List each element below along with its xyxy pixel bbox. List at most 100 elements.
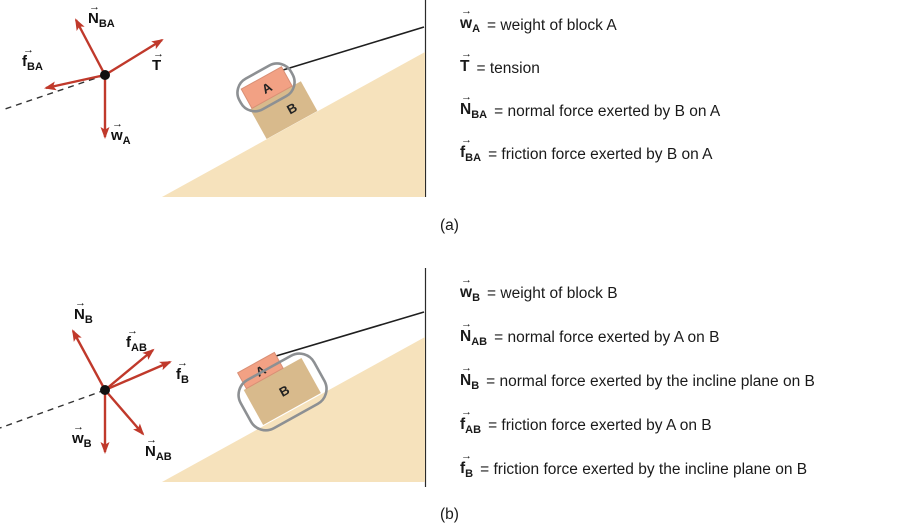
label-wa: wA [110, 127, 131, 147]
vector-symbol: →T [460, 48, 472, 78]
vector-arrow-glyph: → [461, 405, 472, 418]
label-nba: NBA [88, 10, 115, 30]
vector-arrow-glyph: → [461, 48, 472, 61]
symbol-subscript: BA [27, 61, 43, 73]
vector-arrow-glyph: → [461, 134, 472, 147]
blocks-a: A B [236, 62, 318, 140]
symbol-letter: w [460, 283, 473, 301]
symbol-letter: f [460, 459, 466, 477]
particle-dot-a [100, 70, 110, 80]
symbol-letter: f [460, 415, 466, 433]
legend-item-nba: →NBA = normal force exerted by B on A [460, 90, 720, 133]
block-b [250, 81, 318, 140]
vector-arrow-glyph: → [461, 317, 472, 330]
vector-arrow-glyph: → [461, 361, 472, 374]
legend-b: →wB = weight of block B →NAB = normal fo… [460, 272, 815, 492]
legend-text: = normal force exerted by A on B [494, 329, 720, 346]
symbol-subscript: A [472, 23, 481, 36]
legend-text: = normal force exerted by B on A [494, 102, 721, 120]
symbol-subscript: AB [131, 342, 147, 354]
vector-arrow-glyph: → [112, 118, 122, 130]
vector-arrow-glyph: → [127, 325, 137, 337]
force-arrow-fba [44, 73, 106, 91]
particle-dot-b [100, 385, 110, 395]
legend-item-fb: →fB = friction force exerted by the incl… [460, 448, 815, 492]
legend-item-nab: →NAB = normal force exerted by A on B [460, 316, 815, 360]
force-arrow-fb [104, 360, 172, 392]
legend-text: = weight of block A [487, 16, 617, 34]
force-arrow-nba [74, 18, 107, 76]
label-fba: fBA [22, 53, 43, 73]
symbol-subscript: B [471, 380, 480, 393]
vector-symbol: →NB [460, 362, 480, 393]
symbol-letter: N [145, 443, 156, 460]
legend-item-wb: →wB = weight of block B [460, 272, 815, 316]
symbol-subscript: BA [465, 152, 482, 165]
symbol-letter: f [176, 366, 182, 383]
symbol-letter: f [22, 53, 28, 70]
symbol-letter: N [460, 371, 472, 389]
symbol-letter: N [460, 101, 472, 119]
legend-text: = normal force exerted by the incline pl… [486, 373, 815, 390]
blocks-b: A B [236, 351, 328, 432]
vector-arrow-glyph: → [461, 449, 472, 462]
vector-arrow-glyph: → [75, 297, 85, 309]
label-tension: T [152, 57, 161, 74]
vector-symbol: →NBA [460, 91, 488, 122]
symbol-letter: N [460, 327, 472, 345]
symbol-subscript: B [181, 374, 189, 386]
panel-a-caption: (a) [440, 217, 459, 234]
symbol-letter: w [110, 127, 123, 144]
panel-b-caption: (b) [440, 506, 459, 523]
vector-arrow-glyph: → [461, 91, 472, 104]
legend-item-wa: →wA = weight of block A [460, 4, 720, 47]
symbol-letter: f [126, 334, 132, 351]
force-arrow-nab [104, 389, 145, 436]
legend-text: = tension [476, 59, 540, 77]
incline-plane-a [162, 52, 425, 197]
symbol-subscript: BA [471, 109, 488, 122]
legend-item-fab: →fAB = friction force exerted by A on B [460, 404, 815, 448]
label-nab: NAB [145, 443, 172, 463]
selection-loop-b [237, 352, 328, 432]
legend-item-tension: →T = tension [460, 47, 720, 90]
label-fab: fAB [126, 334, 147, 354]
vector-arrow-glyph: → [177, 357, 187, 369]
block-a [240, 66, 293, 110]
symbol-subscript: AB [156, 451, 172, 463]
incline-scene-a: A B [162, 26, 425, 197]
legend-a: →wA = weight of block A →T = tension →NB… [460, 4, 720, 176]
symbol-letter: w [71, 430, 84, 447]
vector-symbol: →fBA [460, 134, 482, 165]
vector-arrow-glyph: → [73, 421, 83, 433]
vector-arrow-glyph: → [89, 1, 99, 13]
symbol-subscript: B [85, 314, 93, 326]
symbol-letter: w [460, 15, 473, 33]
vector-arrow-glyph: → [461, 273, 472, 286]
force-arrow-nb [71, 329, 107, 391]
force-arrow-tension [104, 38, 164, 77]
label-fb: fB [176, 366, 189, 386]
vector-symbol: →wB [460, 274, 481, 305]
symbol-letter: T [152, 57, 161, 74]
label-wb: wB [71, 430, 92, 450]
symbol-subscript: A [123, 135, 131, 147]
vector-arrow-glyph: → [461, 5, 472, 18]
incline-axis-dashed-a [1, 74, 106, 111]
symbol-letter: T [460, 58, 470, 76]
legend-item-fba: →fBA = friction force exerted by B on A [460, 133, 720, 176]
force-arrow-fab [104, 348, 155, 391]
symbol-subscript: B [84, 438, 92, 450]
label-nb: NB [74, 306, 93, 326]
free-body-diagram-b: → NB → fAB → fB → wB → NAB [0, 297, 189, 463]
selection-loop-a [236, 62, 296, 113]
symbol-letter: f [460, 144, 466, 162]
incline-plane-b [162, 337, 425, 482]
symbol-subscript: AB [465, 424, 482, 437]
vector-arrow-glyph: → [23, 44, 33, 56]
string-a [282, 26, 425, 71]
vector-symbol: →NAB [460, 318, 487, 348]
symbol-subscript: B [472, 292, 481, 305]
